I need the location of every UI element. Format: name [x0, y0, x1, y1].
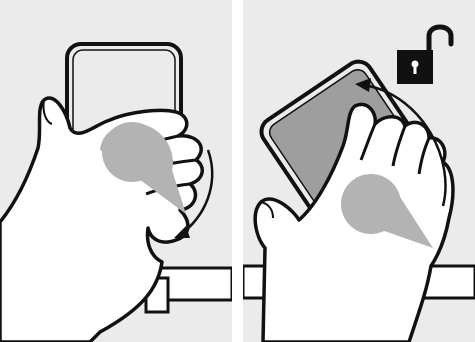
- left-panel-drawing: [0, 0, 232, 342]
- right-panel-drawing: [243, 0, 475, 342]
- left-panel: [0, 0, 232, 342]
- right-panel: [243, 0, 475, 342]
- unlock-keyhole-slot: [414, 65, 417, 74]
- left-motion-cone-head: [102, 122, 162, 182]
